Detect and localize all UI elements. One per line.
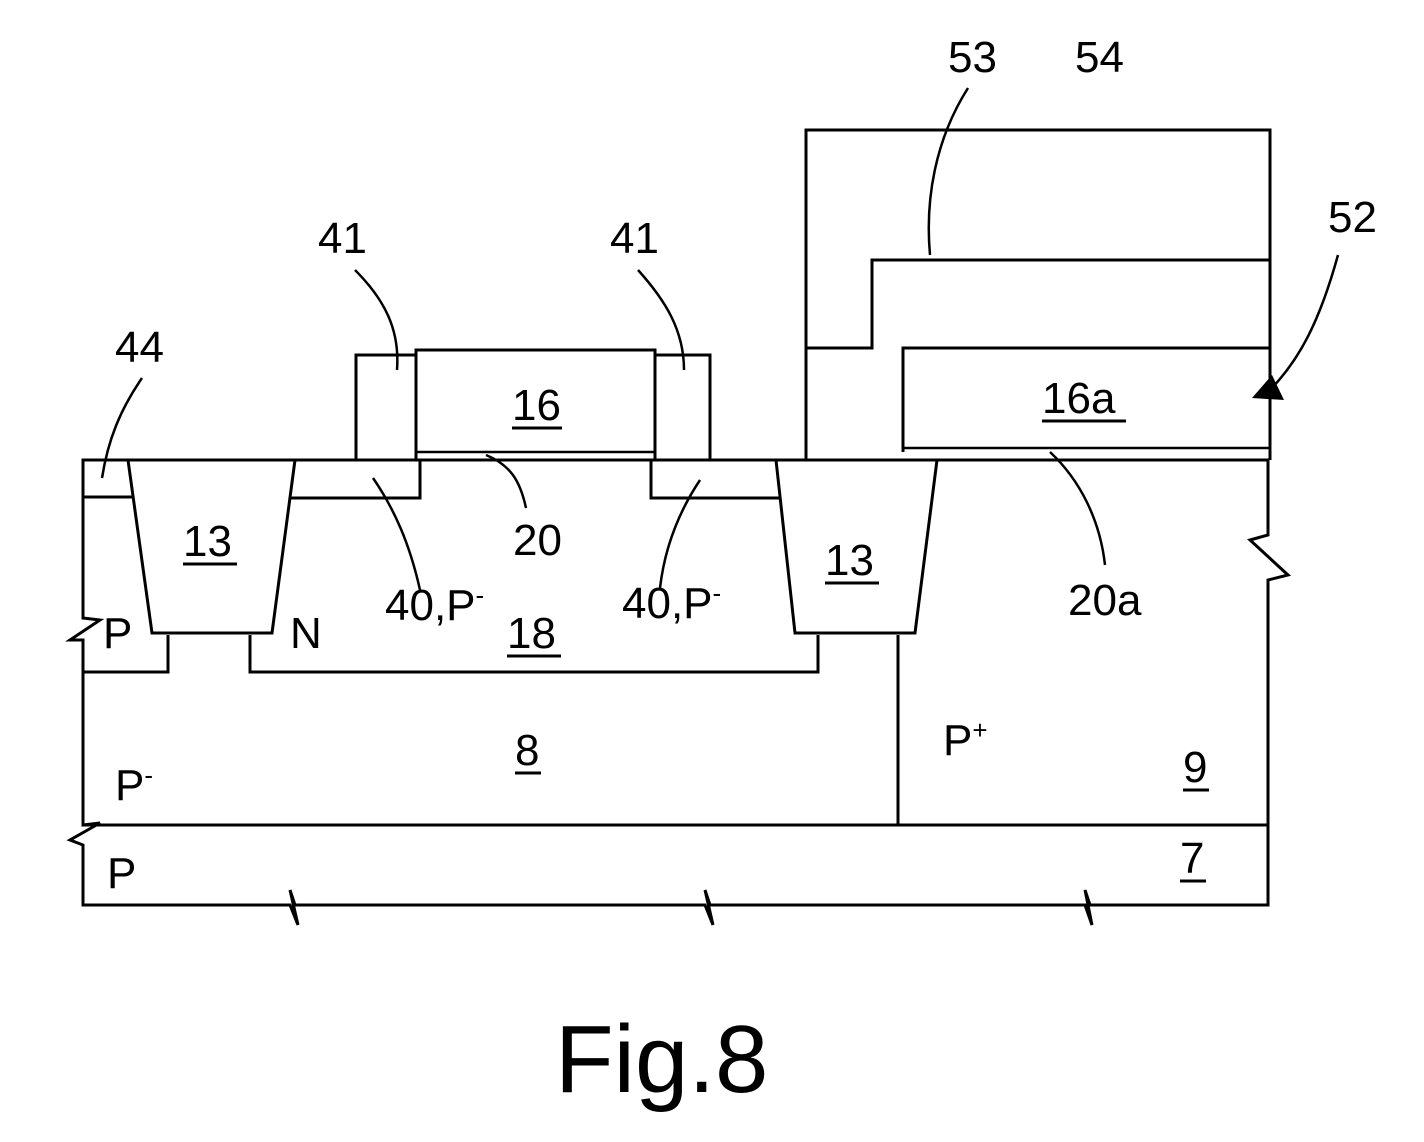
spacer-41-right	[655, 355, 710, 460]
label-40-left: 40,P-	[385, 580, 484, 630]
leader-20a	[1050, 452, 1105, 565]
label-P-plus-sup: +	[972, 715, 987, 745]
label-P-minus-text: P	[115, 761, 144, 810]
leader-40-left	[373, 478, 420, 590]
label-18: 18	[507, 609, 556, 658]
label-53: 53	[948, 33, 997, 82]
label-40-left-sup: -	[476, 580, 485, 610]
label-P-bottom: P	[107, 849, 136, 898]
spacer-41-left	[356, 355, 416, 460]
region-40-left	[291, 460, 420, 498]
leader-20	[486, 455, 526, 508]
label-P-minus: P-	[115, 760, 153, 810]
label-40-left-text: 40,P	[385, 581, 476, 630]
figure-caption: Fig.8	[555, 1006, 768, 1113]
label-20a: 20a	[1068, 576, 1142, 625]
label-40-right: 40,P-	[622, 578, 721, 628]
leader-53	[929, 88, 968, 255]
leader-52	[1268, 255, 1338, 392]
label-54: 54	[1075, 33, 1124, 82]
label-52: 52	[1328, 193, 1377, 242]
label-41-right: 41	[610, 214, 659, 263]
leader-44	[102, 378, 142, 478]
label-44: 44	[115, 323, 164, 372]
label-41-left: 41	[318, 214, 367, 263]
label-13-right: 13	[825, 536, 874, 585]
label-16: 16	[512, 381, 561, 430]
label-16a: 16a	[1042, 374, 1116, 423]
label-40-right-text: 40,P	[622, 579, 713, 628]
label-20: 20	[513, 516, 562, 565]
label-9: 9	[1183, 743, 1207, 792]
region-40-right	[651, 460, 780, 498]
leader-40-right	[660, 480, 700, 588]
layer-54-outline	[806, 130, 1270, 460]
label-P-minus-sup: -	[144, 760, 153, 790]
label-13-left: 13	[183, 517, 232, 566]
label-P-plus: P+	[943, 715, 988, 765]
label-N: N	[290, 609, 322, 658]
label-8: 8	[515, 726, 539, 775]
label-40-right-sup: -	[713, 578, 722, 608]
substrate-outline	[70, 460, 1288, 925]
label-7: 7	[1180, 834, 1204, 883]
label-P-top: P	[103, 609, 132, 658]
label-P-plus-text: P	[943, 716, 972, 765]
layer-53-boundary	[806, 260, 1270, 348]
